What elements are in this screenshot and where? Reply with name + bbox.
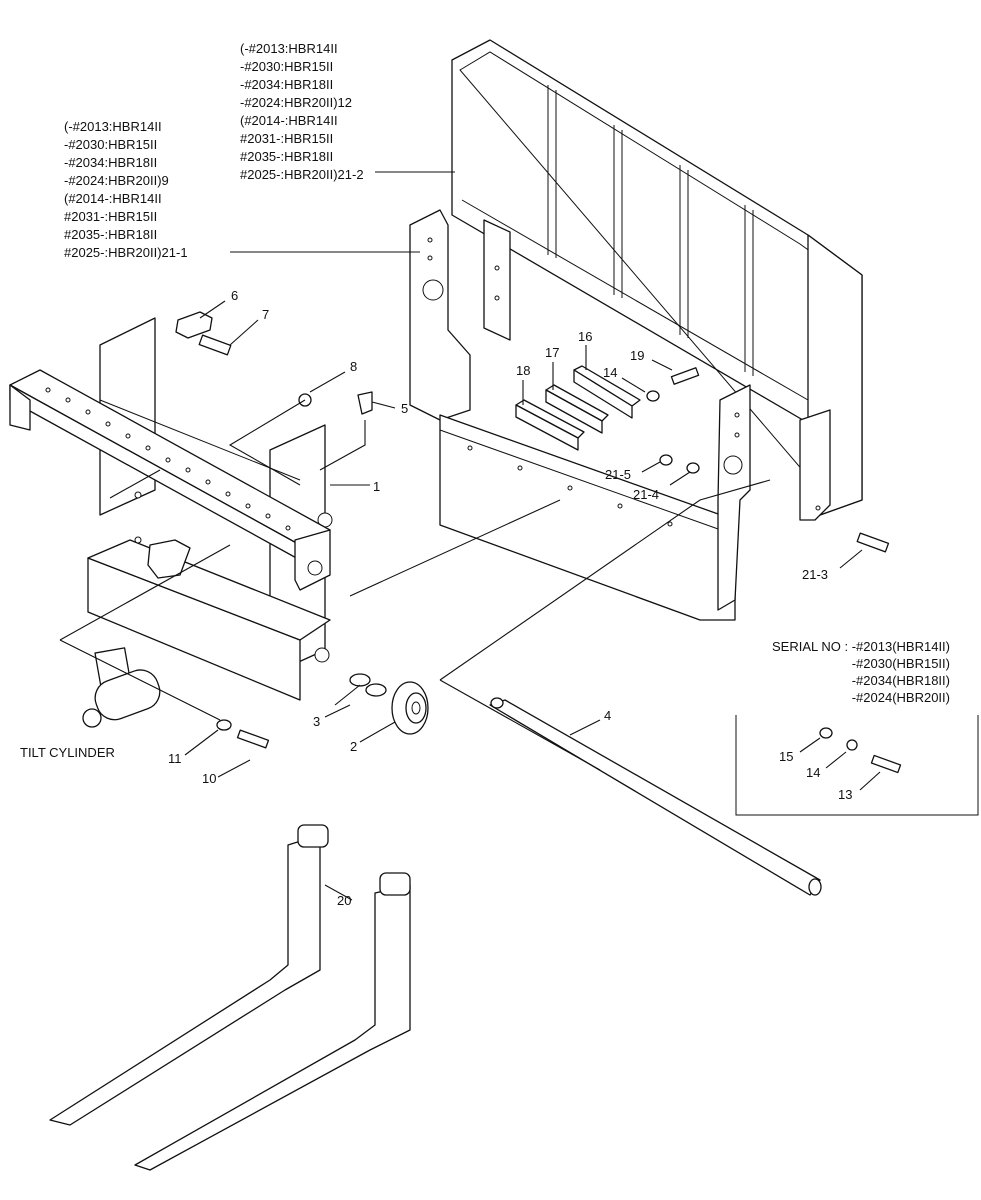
callout-20: 20 [337, 893, 352, 908]
callout-14-lower: 14 [806, 765, 821, 780]
note-line: -#2030:HBR15II [64, 137, 158, 152]
callout-14-upper: 14 [603, 365, 618, 380]
note-line: (#2014-:HBR14II [64, 191, 162, 206]
shaft-4 [489, 697, 822, 896]
serial-line: SERIAL NO : -#2013(HBR14II) [772, 639, 950, 654]
tilt-cylinder [82, 647, 161, 728]
callout-21-3: 21-3 [802, 567, 829, 582]
callout-8: 8 [350, 359, 358, 374]
callout-5: 5 [401, 401, 409, 416]
note-line: #2035-:HBR18II [240, 149, 334, 164]
bolt-washer-10-11 [216, 719, 270, 749]
note-line: #2025-:HBR20II)21-2 [240, 167, 364, 182]
callout-16: 16 [578, 329, 593, 344]
callout-17: 17 [545, 345, 560, 360]
slide-pads [515, 365, 641, 451]
hardware-right [646, 367, 890, 553]
callout-7: 7 [262, 307, 270, 322]
callout-10: 10 [202, 771, 217, 786]
serial-number-note: SERIAL NO : -#2013(HBR14II) -#2030(HBR15… [725, 638, 950, 706]
note-line: #2035-:HBR18II [64, 227, 158, 242]
note-top-part-12-21-2: (-#2013:HBR14II -#2030:HBR15II -#2034:HB… [240, 40, 364, 184]
note-line: (-#2013:HBR14II [240, 41, 338, 56]
note-line: #2031-:HBR15II [64, 209, 158, 224]
callout-11: 11 [168, 751, 182, 766]
note-line: -#2030:HBR15II [240, 59, 334, 74]
note-left-part-9-21-1: (-#2013:HBR14II -#2030:HBR15II -#2034:HB… [64, 118, 188, 262]
callout-21-5: 21-5 [605, 467, 632, 482]
callout-2: 2 [350, 739, 358, 754]
callout-15: 15 [779, 749, 794, 764]
callout-21-4: 21-4 [633, 487, 660, 502]
note-line: #2031-:HBR15II [240, 131, 334, 146]
serial-line: -#2030(HBR15II) [851, 656, 950, 671]
note-line: -#2024:HBR20II)9 [64, 173, 169, 188]
callout-13: 13 [838, 787, 853, 802]
leader-lines [59, 171, 881, 901]
note-line: -#2024:HBR20II)12 [240, 95, 353, 110]
callout-3: 3 [313, 714, 321, 729]
note-line: #2025-:HBR20II)21-1 [64, 245, 188, 260]
callout-18: 18 [516, 363, 531, 378]
small-parts-upper [175, 311, 373, 415]
roller-and-rings [349, 673, 429, 735]
serial-line: -#2034(HBR18II) [851, 673, 950, 688]
forks-20 [49, 824, 411, 1171]
note-line: -#2034:HBR18II [240, 77, 334, 92]
callout-4: 4 [604, 708, 612, 723]
serial-line: -#2024(HBR20II) [851, 690, 950, 705]
serial-detail-parts [735, 715, 979, 816]
note-line: (#2014-:HBR14II [240, 113, 338, 128]
fork-carriage-plate [409, 209, 831, 621]
tilt-cylinder-label: TILT CYLINDER [20, 745, 115, 760]
callout-1: 1 [373, 479, 381, 494]
callout-6: 6 [231, 288, 239, 303]
note-line: -#2034:HBR18II [64, 155, 158, 170]
callout-19: 19 [630, 348, 645, 363]
note-line: (-#2013:HBR14II [64, 119, 162, 134]
